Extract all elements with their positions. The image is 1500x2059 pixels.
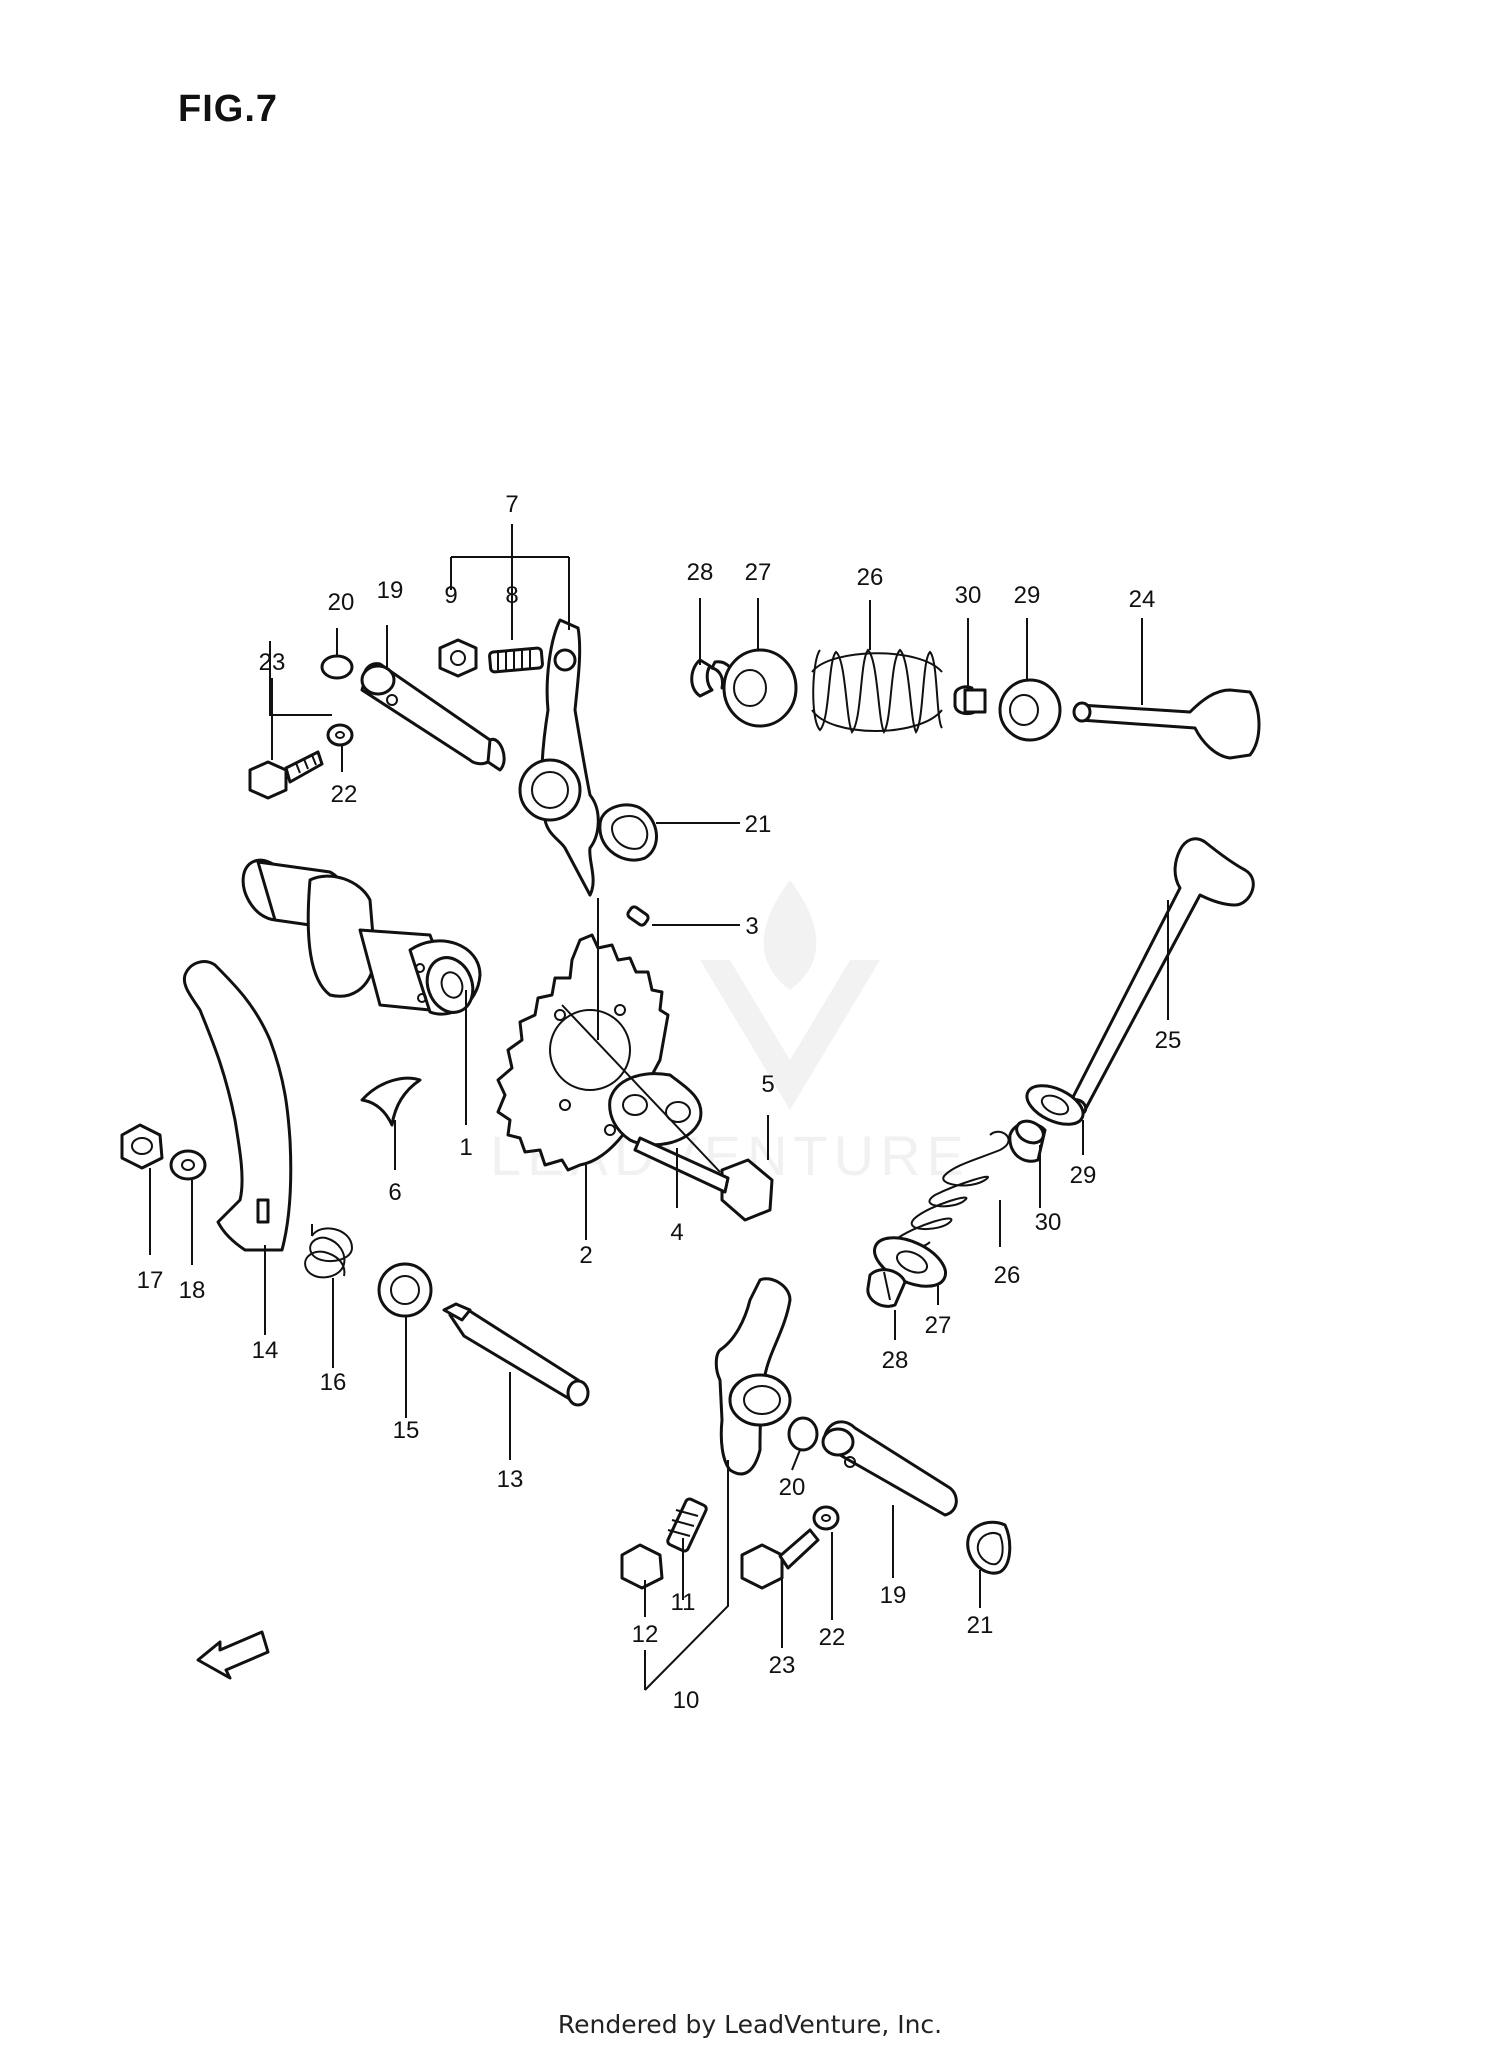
- callout-29-lower: 29: [1070, 1162, 1097, 1189]
- part-locknut-lower: [620, 1543, 664, 1590]
- part-rocker-arm-lower: [714, 1277, 792, 1476]
- callout-22-upper: 22: [331, 781, 358, 808]
- callout-7: 7: [505, 491, 518, 518]
- callout-16: 16: [320, 1369, 347, 1396]
- part-bearing: [377, 1262, 433, 1318]
- callout-30-upper: 30: [955, 582, 982, 609]
- callout-20-lower: 20: [779, 1474, 806, 1501]
- part-washer-left: [169, 1149, 207, 1181]
- callout-2: 2: [579, 1242, 592, 1269]
- callout-19-lower: 19: [880, 1582, 907, 1609]
- callout-11: 11: [671, 1589, 696, 1616]
- part-bolt-lower: [740, 1528, 820, 1590]
- part-dowel-pin: [626, 905, 650, 927]
- callout-3: 3: [745, 913, 758, 940]
- footer-credit: Rendered by LeadVenture, Inc.: [557, 2010, 943, 2039]
- part-half-moon-key: [360, 1076, 422, 1127]
- callout-6: 6: [388, 1179, 401, 1206]
- callout-12: 12: [632, 1621, 659, 1648]
- callout-26-lower: 26: [994, 1262, 1021, 1289]
- callout-27-upper: 27: [745, 559, 772, 586]
- part-o-ring-upper: [320, 654, 354, 680]
- part-adjusting-screw-lower: [666, 1497, 708, 1553]
- callout-13: 13: [497, 1466, 524, 1493]
- callout-24: 24: [1129, 586, 1156, 613]
- callout-4: 4: [670, 1219, 683, 1246]
- part-shaft-seal-lower: [966, 1520, 1012, 1575]
- callout-28-lower: 28: [882, 1347, 909, 1374]
- part-sprocket-bolt: [633, 1136, 774, 1222]
- part-rocker-arm-upper: [518, 618, 600, 897]
- part-valve-cotter-lower: [866, 1268, 907, 1308]
- part-nut-left: [120, 1123, 164, 1170]
- part-rocker-shaft-lower: [821, 1420, 958, 1517]
- fwd-arrow-icon: FWD: [196, 1630, 270, 1680]
- callout-27-lower: 27: [925, 1312, 952, 1339]
- callout-20-upper: 20: [328, 589, 355, 616]
- callout-9: 9: [444, 582, 457, 609]
- part-adjusting-screw-upper: [488, 646, 544, 674]
- callout-15: 15: [393, 1417, 420, 1444]
- part-bolt-upper: [248, 750, 324, 800]
- callout-19-upper: 19: [377, 577, 404, 604]
- callout-23-lower: 23: [769, 1652, 796, 1679]
- callout-1: 1: [459, 1134, 472, 1161]
- part-rocker-shaft-upper: [360, 662, 506, 772]
- callouts: 7 9 8 20 19 23 22 28 27 26 30 29 24 21 3…: [137, 491, 1182, 1714]
- callout-21-upper: 21: [745, 811, 772, 838]
- part-valve-upper: [1072, 688, 1261, 760]
- part-valve-spring-lower: [890, 1130, 1010, 1251]
- callout-8: 8: [505, 582, 518, 609]
- callout-5: 5: [761, 1071, 774, 1098]
- callout-23-upper: 23: [259, 649, 286, 676]
- part-washer-upper: [326, 723, 354, 747]
- part-locknut-upper: [438, 638, 478, 678]
- callout-21-lower: 21: [967, 1612, 994, 1639]
- part-decompressor-cam: [182, 960, 293, 1252]
- part-washer-lower: [812, 1505, 840, 1531]
- part-bolt-lock-plate: [608, 1072, 703, 1147]
- part-spring-retainer-upper: [722, 648, 798, 728]
- part-spring-seat-lower: [1025, 1084, 1085, 1126]
- part-o-ring-lower: [787, 1416, 819, 1452]
- part-camshaft: [241, 858, 482, 1016]
- part-spring-seat-upper: [998, 678, 1062, 742]
- callout-10: 10: [673, 1687, 700, 1714]
- part-torsion-spring: [304, 1224, 354, 1279]
- callout-14: 14: [252, 1337, 279, 1364]
- assembly-line-sprocket: [561, 1004, 721, 1173]
- part-valve-spring-upper: [811, 648, 943, 734]
- callout-30-lower: 30: [1035, 1209, 1062, 1236]
- part-valve-stem-seal-upper: [953, 685, 987, 716]
- callout-29-upper: 29: [1014, 582, 1041, 609]
- part-decompressor-shaft: [442, 1302, 590, 1407]
- callout-17: 17: [137, 1267, 164, 1294]
- callout-26-upper: 26: [857, 564, 884, 591]
- callout-25: 25: [1155, 1027, 1182, 1054]
- callout-18: 18: [179, 1277, 206, 1304]
- part-valve-stem-seal-lower: [1008, 1119, 1047, 1163]
- callout-22-lower: 22: [819, 1624, 846, 1651]
- part-valve-lower: [1066, 837, 1255, 1116]
- leader-lines: [149, 524, 1169, 1691]
- figure-title: FIG.7: [178, 88, 279, 130]
- callout-28-upper: 28: [687, 559, 714, 586]
- part-shaft-seal-upper: [598, 803, 658, 862]
